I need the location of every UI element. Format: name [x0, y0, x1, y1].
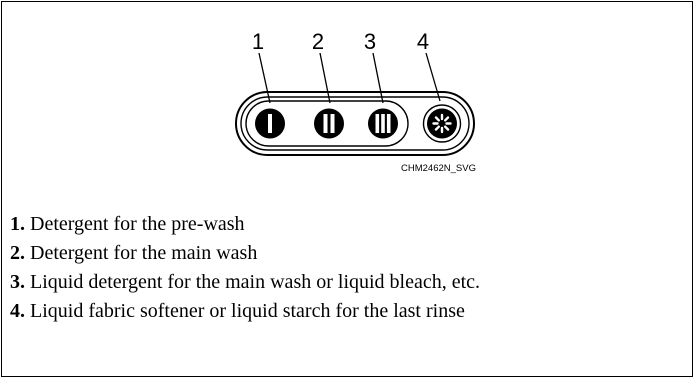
callout-2-number: 2 — [312, 29, 324, 54]
legend-item-1: 1. Detergent for the pre-wash — [10, 210, 480, 239]
legend-number: 1. — [10, 213, 25, 235]
legend-text: Liquid fabric softener or liquid starch … — [30, 300, 465, 322]
dispenser-middle-outline — [240, 96, 470, 151]
dispenser-diagram: 1 2 3 4 — [235, 29, 476, 174]
compartment-4-softener-flower-icon — [422, 104, 462, 143]
callout-1-number: 1 — [252, 29, 264, 54]
compartment-3-liquid-detergent-icon — [368, 108, 398, 139]
callout-4-number: 4 — [417, 29, 429, 54]
figure-id-label: CHM2462N_SVG — [401, 163, 476, 174]
legend-item-4: 4. Liquid fabric softener or liquid star… — [10, 297, 480, 326]
legend-item-3: 3. Liquid detergent for the main wash or… — [10, 268, 480, 297]
callout-3-leader — [372, 52, 384, 104]
legend-text: Detergent for the pre-wash — [30, 213, 245, 235]
callout-3-number: 3 — [364, 29, 376, 54]
callout-2-leader — [319, 52, 331, 104]
legend-number: 3. — [10, 271, 25, 293]
legend-item-2: 2. Detergent for the main wash — [10, 239, 480, 268]
compartment-2-main-wash-icon — [314, 108, 344, 139]
dispenser-outer-outline — [235, 91, 475, 156]
legend-number: 4. — [10, 300, 25, 322]
compartment-1-pre-wash-icon — [255, 108, 285, 139]
legend-text: Liquid detergent for the main wash or li… — [30, 271, 481, 293]
legend-list: 1. Detergent for the pre-wash 2. Deterge… — [10, 210, 480, 326]
legend-text: Detergent for the main wash — [30, 242, 258, 264]
compartment-group-outline — [245, 100, 409, 147]
callout-1-leader — [258, 52, 271, 104]
legend-number: 2. — [10, 242, 25, 264]
callout-4-leader — [425, 52, 441, 102]
